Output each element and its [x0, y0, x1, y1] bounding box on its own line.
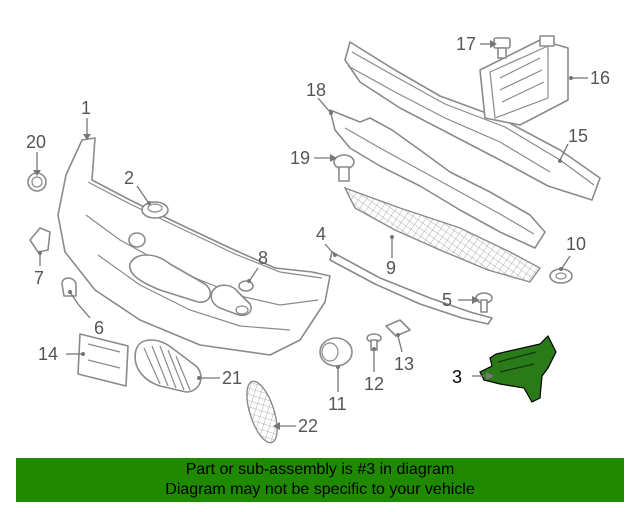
callout-14: 14 — [38, 344, 58, 364]
screw-12 — [366, 333, 382, 351]
plug-10 — [549, 268, 573, 284]
callout-11: 11 — [328, 394, 347, 414]
bracket-7 — [29, 227, 51, 253]
callout-21: 21 — [222, 368, 242, 388]
side-marker — [246, 380, 278, 444]
callout-15: 15 — [568, 126, 588, 146]
plug-8 — [238, 280, 254, 292]
cap-6 — [61, 277, 77, 297]
highlighted-bracket-3 — [479, 334, 557, 403]
callout-20: 20 — [26, 132, 46, 152]
license-bracket — [77, 333, 129, 387]
parts-diagram: 1 2 3 4 5 6 7 8 9 10 11 12 13 14 15 16 1… — [26, 34, 610, 444]
callout-3: 3 — [452, 367, 462, 387]
callout-5: 5 — [442, 290, 452, 310]
clip-19 — [333, 154, 355, 182]
callout-4: 4 — [316, 224, 326, 244]
callout-13: 13 — [394, 354, 414, 374]
clip-13 — [385, 319, 411, 337]
callout-10: 10 — [566, 234, 586, 254]
callout-19: 19 — [290, 148, 310, 168]
callout-8: 8 — [258, 248, 268, 268]
callout-18: 18 — [306, 80, 326, 100]
callout-6: 6 — [94, 318, 104, 338]
molding-strip — [329, 251, 493, 325]
banner-line-disclaimer: Diagram may not be specific to your vehi… — [165, 481, 475, 498]
kidney-grille — [134, 339, 202, 393]
grommet-2 — [141, 201, 169, 219]
callout-22: 22 — [298, 416, 318, 436]
callout-2: 2 — [124, 168, 134, 188]
bolt-17 — [493, 37, 511, 59]
callout-9: 9 — [386, 258, 396, 278]
leader-lines — [33, 40, 588, 430]
callout-1: 1 — [81, 98, 91, 118]
callout-17: 17 — [456, 34, 476, 54]
banner-line-part: Part or sub-assembly is #3 in diagram — [185, 461, 455, 478]
bumper-cover — [57, 137, 331, 356]
bumper-absorber — [329, 109, 546, 249]
reinforcement-bar — [344, 41, 601, 201]
info-banner: Part or sub-assembly is #3 in diagram Di… — [16, 458, 624, 502]
callout-16: 16 — [590, 68, 610, 88]
grille-mesh — [343, 186, 542, 283]
mounting-bracket — [479, 35, 569, 126]
fog-lamp-cover — [319, 337, 353, 367]
screw-5 — [475, 292, 493, 313]
callout-12: 12 — [364, 374, 384, 394]
callout-7: 7 — [34, 268, 44, 288]
